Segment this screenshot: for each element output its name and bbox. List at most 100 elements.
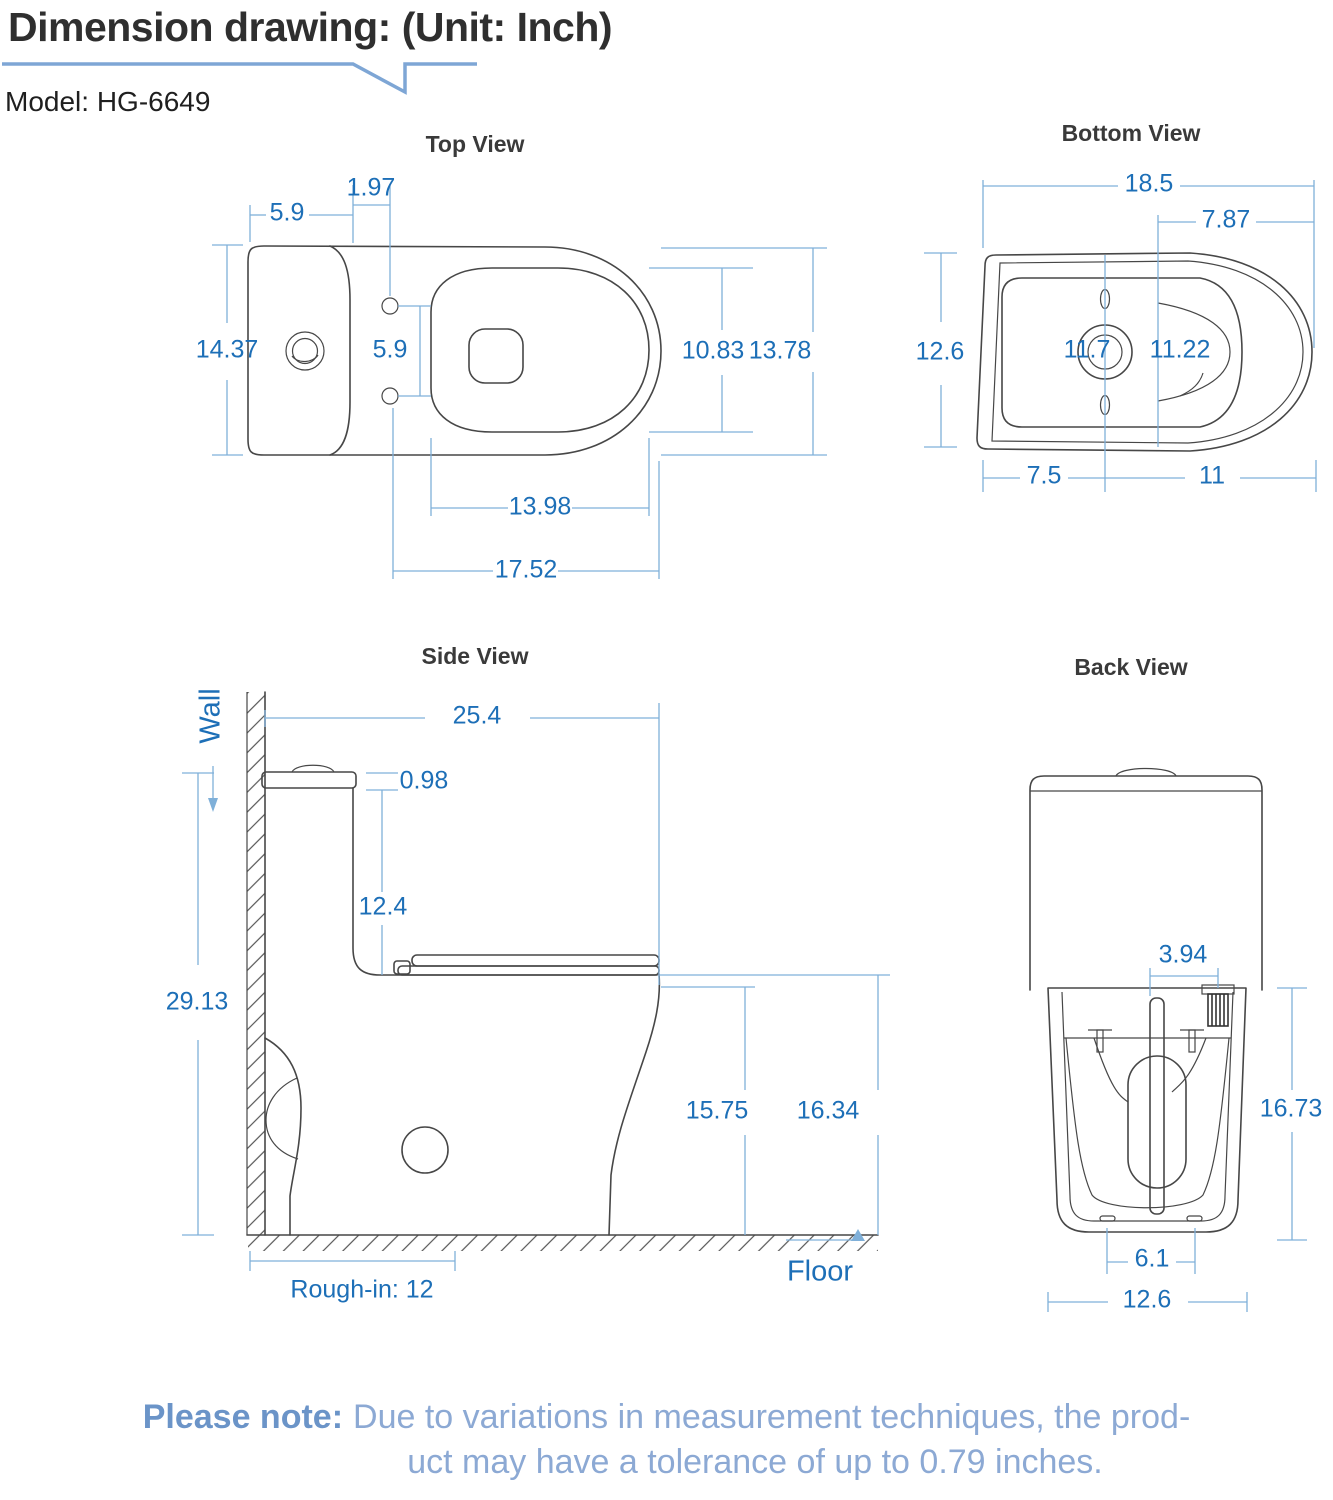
right-s-curve — [1171, 1037, 1207, 1093]
valve-body — [1207, 993, 1229, 1027]
dim-label: 15.75 — [686, 1097, 749, 1125]
seat-mount-hole-bottom — [381, 387, 399, 405]
side-view: Side View Wall — [166, 643, 890, 1304]
model-label: Model: HG-6649 — [5, 86, 211, 117]
back-view-title: Back View — [1074, 654, 1187, 680]
tank-right-edge — [329, 245, 351, 456]
left-s-curve — [1093, 1037, 1129, 1103]
dim-label: 6.1 — [1135, 1245, 1170, 1273]
dim-tank-height: 12.4 — [359, 790, 408, 975]
dim-overall-width: 14.37 — [196, 244, 259, 456]
dim-hole-offset: 1.97 — [347, 174, 395, 296]
title-underline-flourish — [2, 62, 477, 95]
back-view: Back View — [1029, 654, 1323, 1314]
dim-inner-bowl-length: 13.98 — [430, 438, 650, 521]
left-bolt-pin — [1096, 1029, 1104, 1053]
wall-hatch — [247, 692, 265, 1235]
drain-position-labels: 11.7 11.22 — [1064, 255, 1211, 492]
dim-tank-width: 5.9 — [249, 185, 354, 243]
dim-seat-length: 17.52 — [392, 408, 660, 584]
tank-button — [291, 764, 335, 773]
dim-base-lengths: 7.5 11 — [982, 460, 1317, 492]
flush-tube — [1149, 997, 1165, 1215]
trapway-capsule — [1127, 1055, 1187, 1189]
dim-label: 13.98 — [509, 493, 572, 521]
base-back-outline — [1047, 987, 1247, 1233]
right-foot-slot — [1186, 1215, 1203, 1222]
tank-lid — [261, 771, 357, 789]
side-view-title: Side View — [422, 643, 529, 669]
dim-label: 17.52 — [495, 556, 558, 584]
note-body-line1: Due to variations in measurement techniq… — [353, 1398, 1191, 1436]
dim-rim-height: 15.75 — [661, 986, 755, 1235]
dim-hole-spacing: 5.9 — [373, 305, 431, 397]
dim-label: 14.37 — [196, 336, 259, 364]
seat-mount-hole-top — [381, 297, 399, 315]
tank-and-bowl-top — [352, 787, 658, 976]
dim-bottom-overall-width: 12.6 — [916, 252, 965, 448]
left-foot-slot — [1099, 1215, 1116, 1222]
right-bolt-pin — [1188, 1029, 1196, 1053]
seat-opening-ring — [430, 267, 650, 433]
bowl-front-profile — [608, 973, 661, 1236]
floor-label-group: Floor — [786, 1229, 865, 1288]
dim-depth: 25.4 — [264, 702, 660, 985]
dim-label: 10.83 — [682, 337, 745, 365]
dim-label: 25.4 — [453, 702, 502, 730]
note-body-line2: uct may have a tolerance of up to 0.79 i… — [407, 1443, 1103, 1481]
dim-label: 5.9 — [270, 199, 305, 227]
flush-button-arc — [291, 354, 319, 363]
note-lead: Please note: — [142, 1398, 344, 1436]
dim-rough-in: Rough-in: 12 — [249, 1251, 456, 1304]
wall-label-group: Wall — [195, 688, 227, 812]
trap-crescent-inner — [1179, 372, 1204, 397]
tank-button-bump — [1115, 767, 1177, 777]
dim-overall-length: 18.5 — [982, 170, 1315, 348]
dim-label: 0.98 — [400, 767, 449, 795]
tolerance-note-line1: Please note:Due to variations in measure… — [0, 1398, 1333, 1437]
floor-hatch — [248, 1235, 878, 1251]
base-inner-outline — [991, 260, 1304, 444]
rear-inner-arc — [265, 1077, 299, 1160]
bottom-view: Bottom View 18.5 — [916, 120, 1317, 492]
seat-hinge — [393, 960, 411, 975]
dim-base-height: 16.73 — [1260, 987, 1323, 1241]
top-view: Top View 5.9 — [196, 131, 827, 584]
foot-rim — [1001, 277, 1243, 428]
rear-bulge — [264, 1037, 302, 1236]
top-view-outline — [247, 245, 662, 456]
rough-in-label: Rough-in: 12 — [290, 1276, 433, 1304]
dim-lid-thickness: 0.98 — [366, 767, 448, 795]
wall-arrow-icon — [208, 798, 218, 812]
tolerance-note-line2: uct may have a tolerance of up to 0.79 i… — [175, 1443, 1333, 1482]
top-view-title: Top View — [426, 131, 525, 157]
dim-label-drain-left: 11.7 — [1064, 336, 1111, 364]
tank-back-outline — [1029, 775, 1263, 991]
flush-hole — [468, 328, 524, 384]
base-outer-outline — [976, 252, 1313, 452]
dim-label: 16.73 — [1260, 1095, 1323, 1123]
bottom-view-title: Bottom View — [1062, 120, 1201, 146]
dim-label: 12.4 — [359, 893, 408, 921]
dim-outer-seat-width: 13.78 — [661, 247, 827, 456]
dim-inner-seat-width: 10.83 — [649, 267, 753, 433]
side-view-outline — [261, 764, 661, 1236]
dim-label: 12.6 — [916, 338, 965, 366]
lid-slab — [411, 954, 660, 967]
dim-seat-height: 16.34 — [659, 974, 890, 1235]
base-inner-offset — [1061, 991, 1234, 1222]
trap-outlet-circle — [401, 1126, 449, 1174]
dim-label: 7.87 — [1202, 206, 1251, 234]
dim-label-rear-base: 7.5 — [1027, 462, 1062, 490]
dim-overall-height: 29.13 — [166, 772, 229, 1236]
dim-label-drain-right: 11.22 — [1150, 336, 1211, 364]
trap-crescent — [1157, 302, 1231, 402]
dim-label: 29.13 — [166, 988, 229, 1016]
floor-label: Floor — [787, 1256, 853, 1288]
dim-label-front-base: 11 — [1199, 462, 1225, 490]
wall-label: Wall — [195, 688, 227, 743]
bottom-view-outline — [976, 252, 1313, 452]
flush-button-outer — [285, 331, 325, 371]
